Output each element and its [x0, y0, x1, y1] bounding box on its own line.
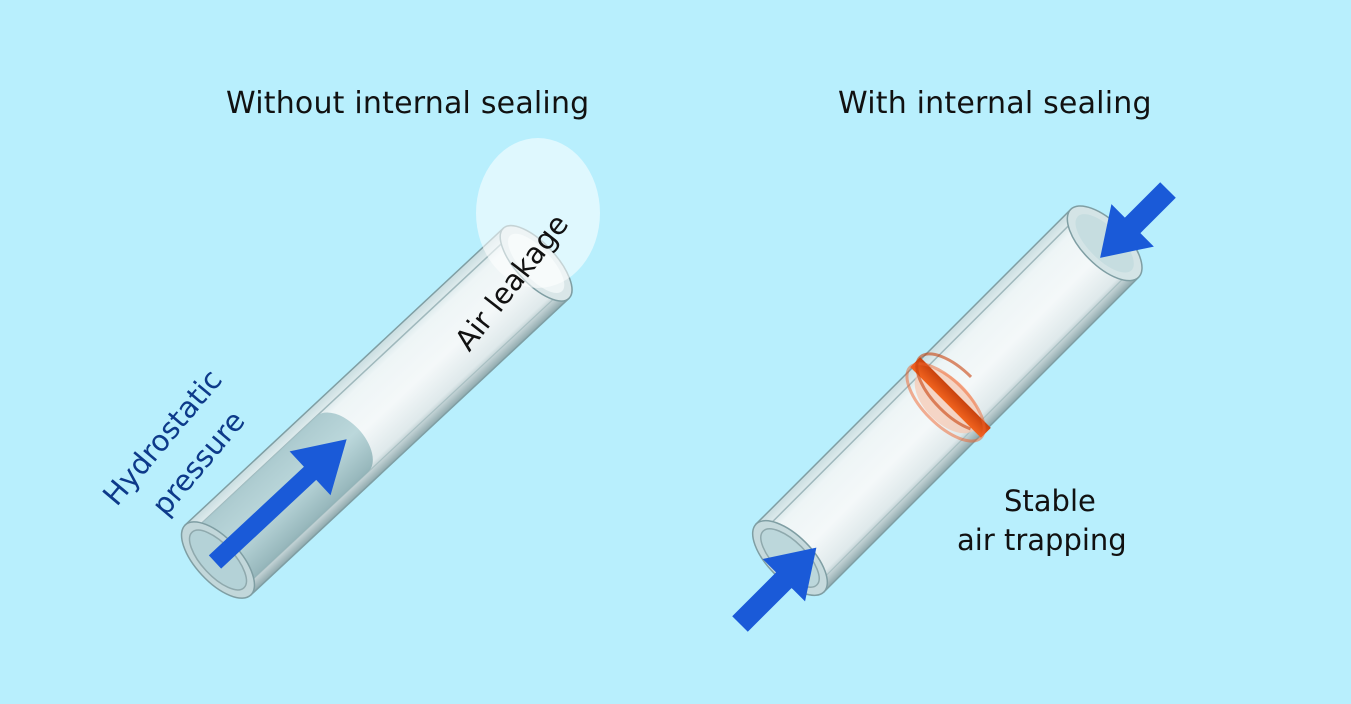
- arrow-up-right-icon: [208, 439, 347, 569]
- air-trapping-label: air trapping: [957, 523, 1127, 557]
- air-leak-bubble: [476, 138, 600, 288]
- title-without-sealing: Without internal sealing: [226, 86, 590, 121]
- arrow-down-left-icon: [1100, 182, 1176, 258]
- internal-seal-ring: [905, 352, 996, 443]
- arrow-up-right-icon: [732, 547, 817, 632]
- stable-label: Stable: [1004, 484, 1096, 518]
- title-with-sealing: With internal sealing: [838, 86, 1152, 121]
